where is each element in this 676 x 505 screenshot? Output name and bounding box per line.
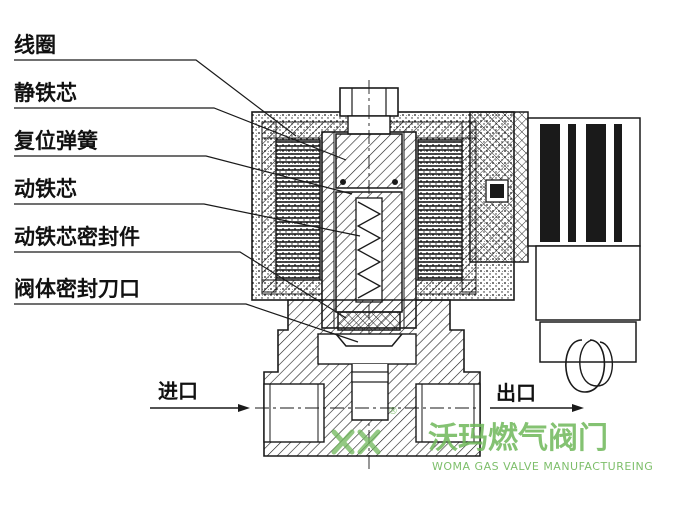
watermark-logo: ®	[331, 406, 398, 455]
valve-body	[263, 299, 481, 457]
leader-moving-core	[14, 203, 361, 237]
leader-lines	[14, 59, 361, 343]
inlet-arrow	[150, 404, 480, 412]
leader-static-core	[14, 107, 347, 161]
leader-moving-core-seal	[14, 251, 347, 319]
coil-winding-right	[417, 139, 463, 281]
watermark-name-en: WOMA GAS VALVE MANUFACTUREING	[432, 460, 653, 473]
label-static-core: 静铁芯	[14, 81, 77, 105]
leader-valve-seat-edge	[14, 303, 359, 343]
outlet-arrow	[490, 404, 584, 412]
label-coil: 线圈	[14, 33, 56, 57]
label-outlet: 出口	[496, 381, 536, 405]
label-return-spring: 复位弹簧	[13, 129, 98, 153]
static-core	[335, 133, 403, 189]
connector-plug	[527, 117, 641, 393]
connector-block	[469, 111, 529, 263]
watermark-name-cn: 沃玛燃气阀门	[428, 421, 608, 456]
label-valve-seat-edge: 阀体密封刀口	[14, 277, 140, 301]
moving-core	[335, 191, 403, 313]
leader-return-spring	[14, 155, 353, 195]
label-inlet: 进口	[158, 379, 198, 403]
coil-winding-left	[275, 139, 321, 281]
label-moving-core-seal: 动铁芯密封件	[14, 225, 140, 249]
label-moving-core: 动铁芯	[14, 177, 77, 201]
leader-coil	[14, 59, 297, 137]
registered-mark: ®	[388, 406, 398, 417]
